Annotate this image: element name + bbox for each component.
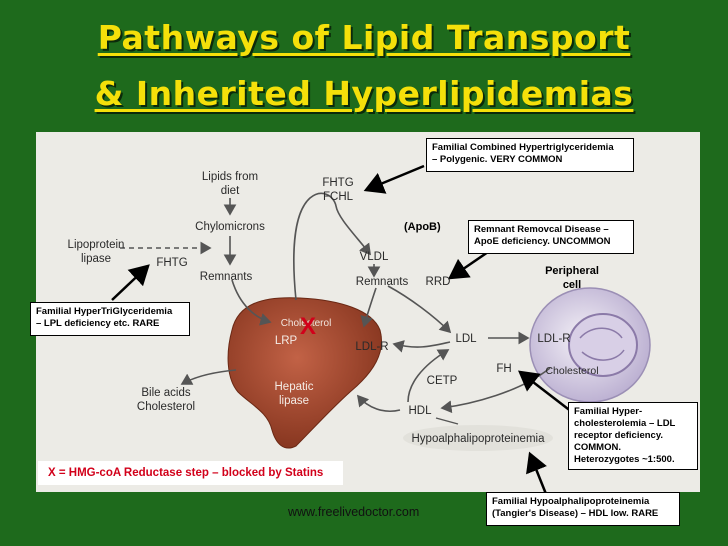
label-lipoprotein-lipase-2: lipase	[81, 253, 111, 265]
annotation-fhtg-line-1: Familial HyperTriGlyceridemia	[36, 306, 173, 317]
label-remnants-right: Remnants	[356, 276, 409, 288]
cell-nucleus-shape	[568, 313, 638, 377]
pointer-remnant	[447, 250, 489, 280]
label-fhtg-fchl-2: FCHL	[323, 191, 354, 203]
label-lipids-from-diet-1: Lipids from	[202, 171, 258, 183]
annotation-fh-line-2: cholesterolemia – LDL	[574, 418, 676, 429]
label-ldl-r-liver: LDL-R	[355, 341, 388, 353]
label-lrp: LRP	[275, 335, 298, 347]
pointer-fh	[518, 370, 573, 413]
label-peripheral-cell-1: Peripheral	[545, 265, 599, 277]
label-fh: FH	[496, 363, 511, 375]
label-hepatic-lipase-2: lipase	[279, 395, 309, 407]
label-fhtg-left: FHTG	[156, 257, 187, 269]
hypoalpha-highlight	[403, 425, 553, 451]
annotation-tangier-line-2: (Tangier's Disease) – HDL low. RARE	[492, 508, 659, 519]
annotation-tangier: Familial Hypoalphalipoproteinemia (Tangi…	[486, 492, 680, 526]
annotation-fchl-line-2: – Polygenic. VERY COMMON	[432, 154, 563, 165]
label-bile-acids-2: Cholesterol	[137, 401, 195, 413]
label-lipoprotein-lipase-1: Lipoprotein	[68, 239, 125, 251]
label-cholesterol-cell: Cholesterol	[545, 365, 598, 377]
annotation-fhtg: Familial HyperTriGlyceridemia – LPL defi…	[30, 302, 190, 336]
pointer-tangier	[526, 451, 548, 495]
label-peripheral-cell-2: cell	[563, 279, 581, 291]
label-bile-acids-1: Bile acids	[141, 387, 190, 399]
pointer-fhtg	[111, 264, 150, 301]
label-apob: (ApoB)	[404, 221, 441, 233]
annotation-fhtg-line-2: – LPL deficiency etc. RARE	[36, 318, 160, 329]
label-remnants-left: Remnants	[200, 271, 253, 283]
statins-note: X = HMG-coA Reductase step – blocked by …	[38, 461, 343, 485]
label-ldl-r-cell: LDL-R	[537, 333, 570, 345]
annotation-remnant-line-2: ApoE deficiency. UNCOMMON	[474, 236, 611, 247]
label-lipids-from-diet-2: diet	[221, 185, 240, 197]
annotation-fh-line-3: receptor deficiency.	[574, 430, 664, 441]
annotation-fchl: Familial Combined Hypertriglyceridemia –…	[426, 138, 634, 172]
annotation-tangier-line-1: Familial Hypoalphalipoproteinemia	[492, 496, 650, 507]
annotation-fchl-line-1: Familial Combined Hypertriglyceridemia	[432, 142, 614, 153]
annotation-fh-line-5: Heterozygotes ~1:500.	[574, 454, 675, 465]
label-fhtg-fchl-1: FHTG	[322, 177, 353, 189]
label-cetp: CETP	[427, 375, 458, 387]
annotation-fh-line-4: COMMON.	[574, 442, 621, 453]
label-vldl: VLDL	[360, 251, 389, 263]
label-chylomicrons: Chylomicrons	[195, 221, 265, 233]
label-hypoalpha: Hypoalphalipoproteinemia	[412, 433, 546, 445]
title-line-1: Pathways of Lipid Transport	[97, 18, 631, 57]
pointer-fchl	[363, 164, 425, 194]
liver-shape	[227, 297, 382, 449]
title-line-2: & Inherited Hyperlipidemias	[94, 74, 634, 113]
label-hepatic-lipase-1: Hepatic	[275, 381, 314, 393]
website-link[interactable]: www.freelivedoctor.com	[288, 505, 420, 519]
label-rrd: RRD	[426, 276, 451, 288]
annotation-remnant-line-1: Remnant Removcal Disease –	[474, 224, 609, 235]
annotation-fh: Familial Hyper- cholesterolemia – LDL re…	[568, 402, 698, 470]
label-cholesterol-liver: Cholesterol	[281, 318, 332, 329]
block-mark-x: X	[300, 313, 316, 340]
annotation-remnant: Remnant Removcal Disease – ApoE deficien…	[468, 220, 634, 254]
annotation-fh-line-1: Familial Hyper-	[574, 406, 643, 417]
label-hdl: HDL	[408, 405, 432, 417]
label-ldl: LDL	[455, 333, 477, 345]
